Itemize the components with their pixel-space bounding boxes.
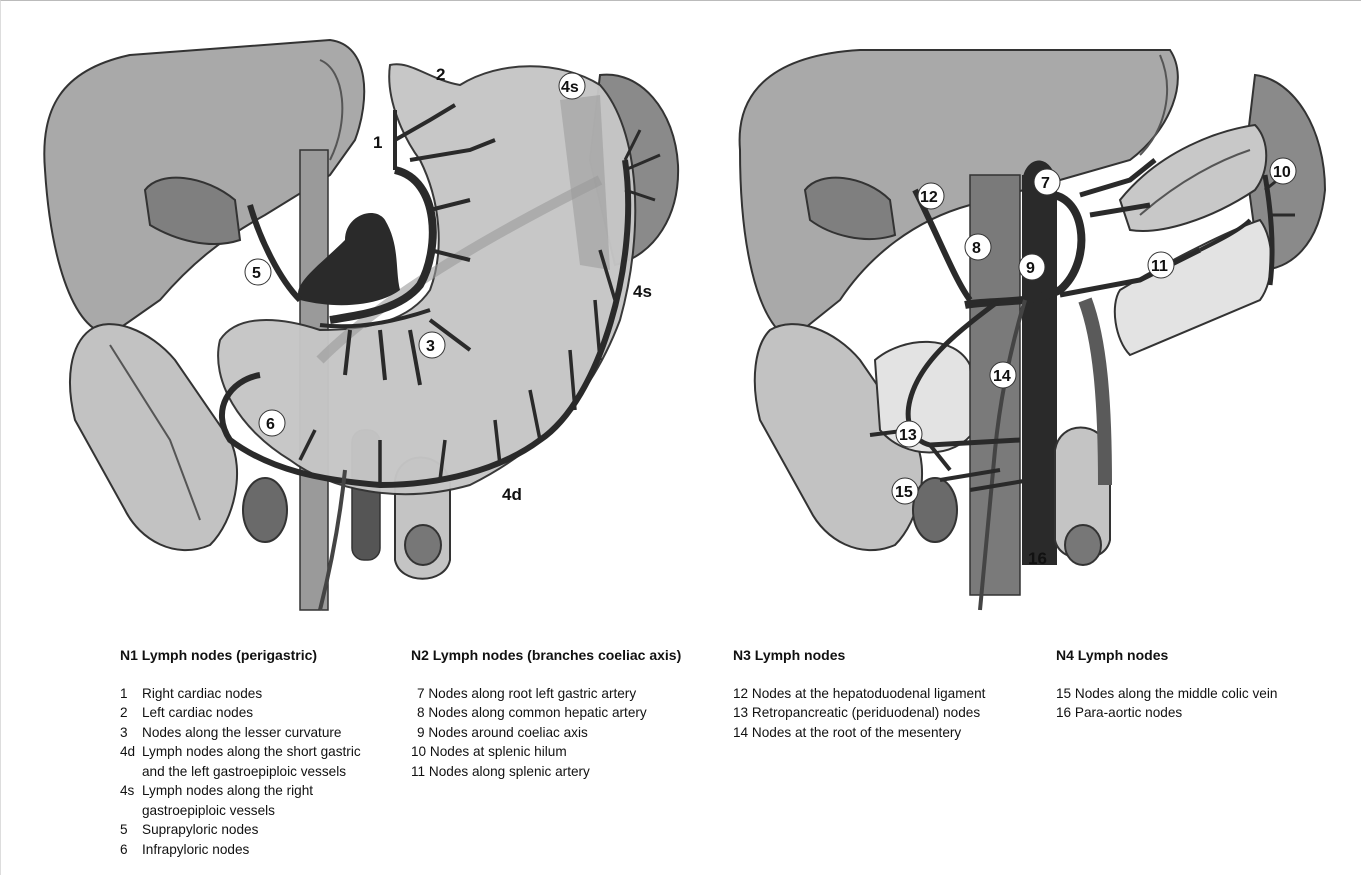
list-item: 15 Nodes along the middle colic vein bbox=[1056, 684, 1346, 704]
node-label-12: 12 bbox=[920, 189, 938, 206]
node-label-7: 7 bbox=[1041, 175, 1050, 192]
legend-n2-title: N2 Lymph nodes (branches coeliac axis) bbox=[411, 646, 711, 666]
list-item: 7 Nodes along root left gastric artery bbox=[417, 684, 711, 704]
node-label-9: 9 bbox=[1026, 260, 1035, 277]
node-label-1: 1 bbox=[373, 133, 382, 152]
list-item: 16 Para-aortic nodes bbox=[1056, 703, 1346, 723]
colon-lumen bbox=[243, 478, 287, 542]
colon bbox=[70, 324, 237, 550]
list-item: 14 Nodes at the root of the mesentery bbox=[733, 723, 1023, 743]
list-item: 1Right cardiac nodes bbox=[120, 684, 385, 704]
legend-n4-title: N4 Lymph nodes bbox=[1056, 646, 1346, 666]
list-item: 9 Nodes around coeliac axis bbox=[417, 723, 711, 743]
legend-n1-title: N1 Lymph nodes (perigastric) bbox=[120, 646, 385, 666]
left-anatomy-illustration: 1 2 4s 4s 5 3 6 4d bbox=[0, 0, 700, 620]
list-item: 6Infrapyloric nodes bbox=[120, 840, 385, 860]
node-label-4s-side: 4s bbox=[633, 282, 652, 301]
list-item: 4sLymph nodes along the right gastroepip… bbox=[120, 781, 385, 820]
node-label-15: 15 bbox=[895, 484, 913, 501]
list-item: 5Suprapyloric nodes bbox=[120, 820, 385, 840]
node-label-13: 13 bbox=[899, 427, 917, 444]
legend-n4: N4 Lymph nodes 15 Nodes along the middle… bbox=[1056, 646, 1346, 723]
list-item: 12 Nodes at the hepatoduodenal ligament bbox=[733, 684, 1023, 704]
node-label-4s-top: 4s bbox=[561, 79, 579, 96]
list-item: 10 Nodes at splenic hilum bbox=[411, 742, 711, 762]
list-item: 11 Nodes along splenic artery bbox=[411, 762, 711, 782]
list-item: 3Nodes along the lesser curvature bbox=[120, 723, 385, 743]
vena-cava bbox=[1022, 175, 1057, 565]
node-label-5: 5 bbox=[252, 265, 261, 282]
list-item: 13 Retropancreatic (periduodenal) nodes bbox=[733, 703, 1023, 723]
list-item: 2Left cardiac nodes bbox=[120, 703, 385, 723]
right-anatomy-illustration: 12 7 8 9 10 11 14 13 15 16 bbox=[700, 0, 1361, 620]
node-label-11: 11 bbox=[1151, 258, 1168, 275]
list-item: 8 Nodes along common hepatic artery bbox=[417, 703, 711, 723]
node-label-16: 16 bbox=[1028, 549, 1047, 568]
node-label-10: 10 bbox=[1273, 164, 1291, 181]
legend-n3-title: N3 Lymph nodes bbox=[733, 646, 1023, 666]
node-label-14: 14 bbox=[993, 368, 1011, 385]
node-label-4d: 4d bbox=[502, 485, 522, 504]
node-label-2: 2 bbox=[436, 65, 445, 84]
node-label-6: 6 bbox=[266, 416, 275, 433]
legend-n3: N3 Lymph nodes 12 Nodes at the hepatoduo… bbox=[733, 646, 1023, 742]
node-label-8: 8 bbox=[972, 240, 981, 257]
node-label-3: 3 bbox=[426, 338, 435, 355]
list-item: 4dLymph nodes along the short gastric an… bbox=[120, 742, 385, 781]
legend-n2: N2 Lymph nodes (branches coeliac axis) 7… bbox=[411, 646, 711, 781]
legend-n1: N1 Lymph nodes (perigastric) 1Right card… bbox=[120, 646, 385, 859]
